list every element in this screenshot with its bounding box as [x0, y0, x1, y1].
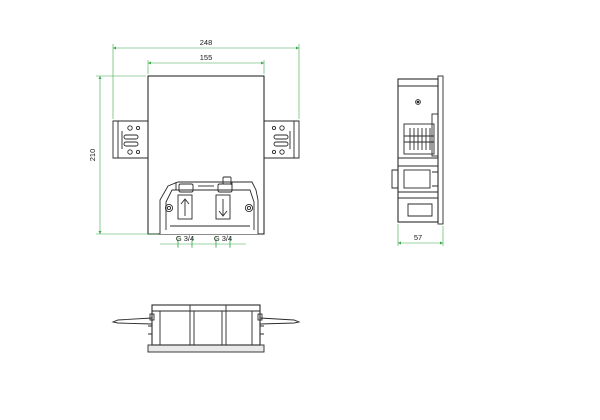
top-right-tab: [259, 317, 301, 325]
dim-label-155: 155: [200, 53, 213, 62]
arrow-up-icon: [180, 198, 190, 216]
dim-label-port-right: G 3/4: [214, 234, 232, 243]
right-mounting-bracket: [263, 120, 300, 159]
dim-label-port-left: G 3/4: [176, 234, 194, 243]
dim-label-57: 57: [414, 233, 422, 242]
dim-label-210: 210: [88, 149, 97, 162]
top-view: [111, 304, 301, 353]
top-left-tab: [111, 317, 153, 325]
valve-housing: [159, 176, 259, 234]
side-dimensions: [397, 224, 444, 246]
left-mounting-bracket: [112, 120, 149, 159]
side-flange: [437, 75, 444, 225]
arrow-down-icon: [218, 199, 228, 217]
front-view: [112, 75, 300, 235]
side-ribs: [403, 123, 435, 155]
side-view: [391, 75, 444, 225]
front-dimensions: [96, 44, 300, 248]
dim-label-248: 248: [200, 38, 213, 47]
top-plate: [147, 344, 265, 353]
